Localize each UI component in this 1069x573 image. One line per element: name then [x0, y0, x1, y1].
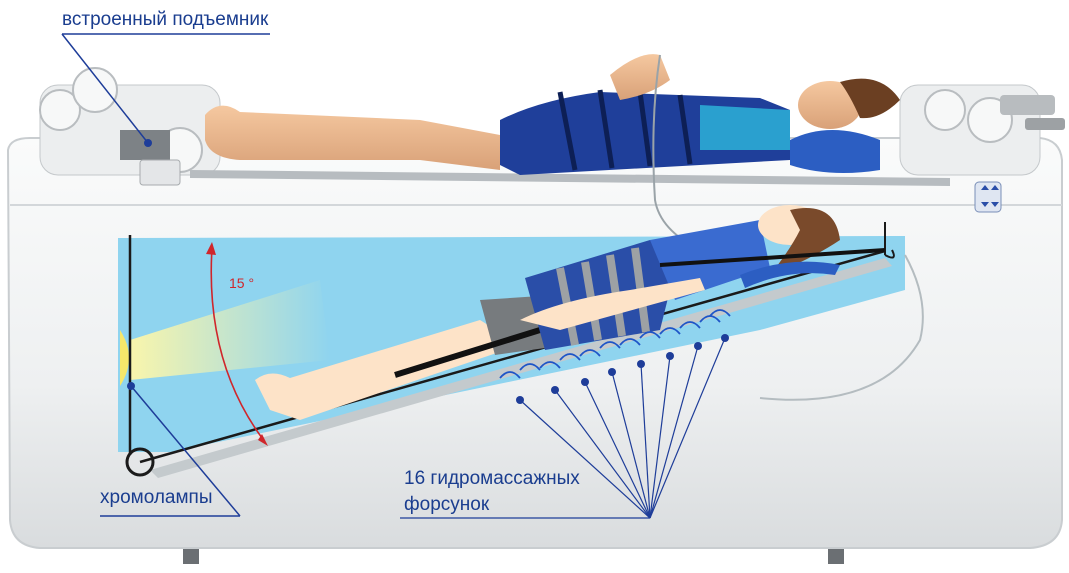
- control-panel-icon[interactable]: [975, 182, 1001, 212]
- lift-mechanism: [40, 68, 220, 185]
- lift-label: встроенный подъемник: [62, 8, 268, 32]
- jets-label-line1: 16 гидромассажных: [404, 467, 580, 491]
- jets-label-line2: форсунок: [404, 493, 489, 517]
- chromolamps-label: хромолампы: [100, 486, 213, 510]
- angle-label: 15 °: [229, 275, 254, 291]
